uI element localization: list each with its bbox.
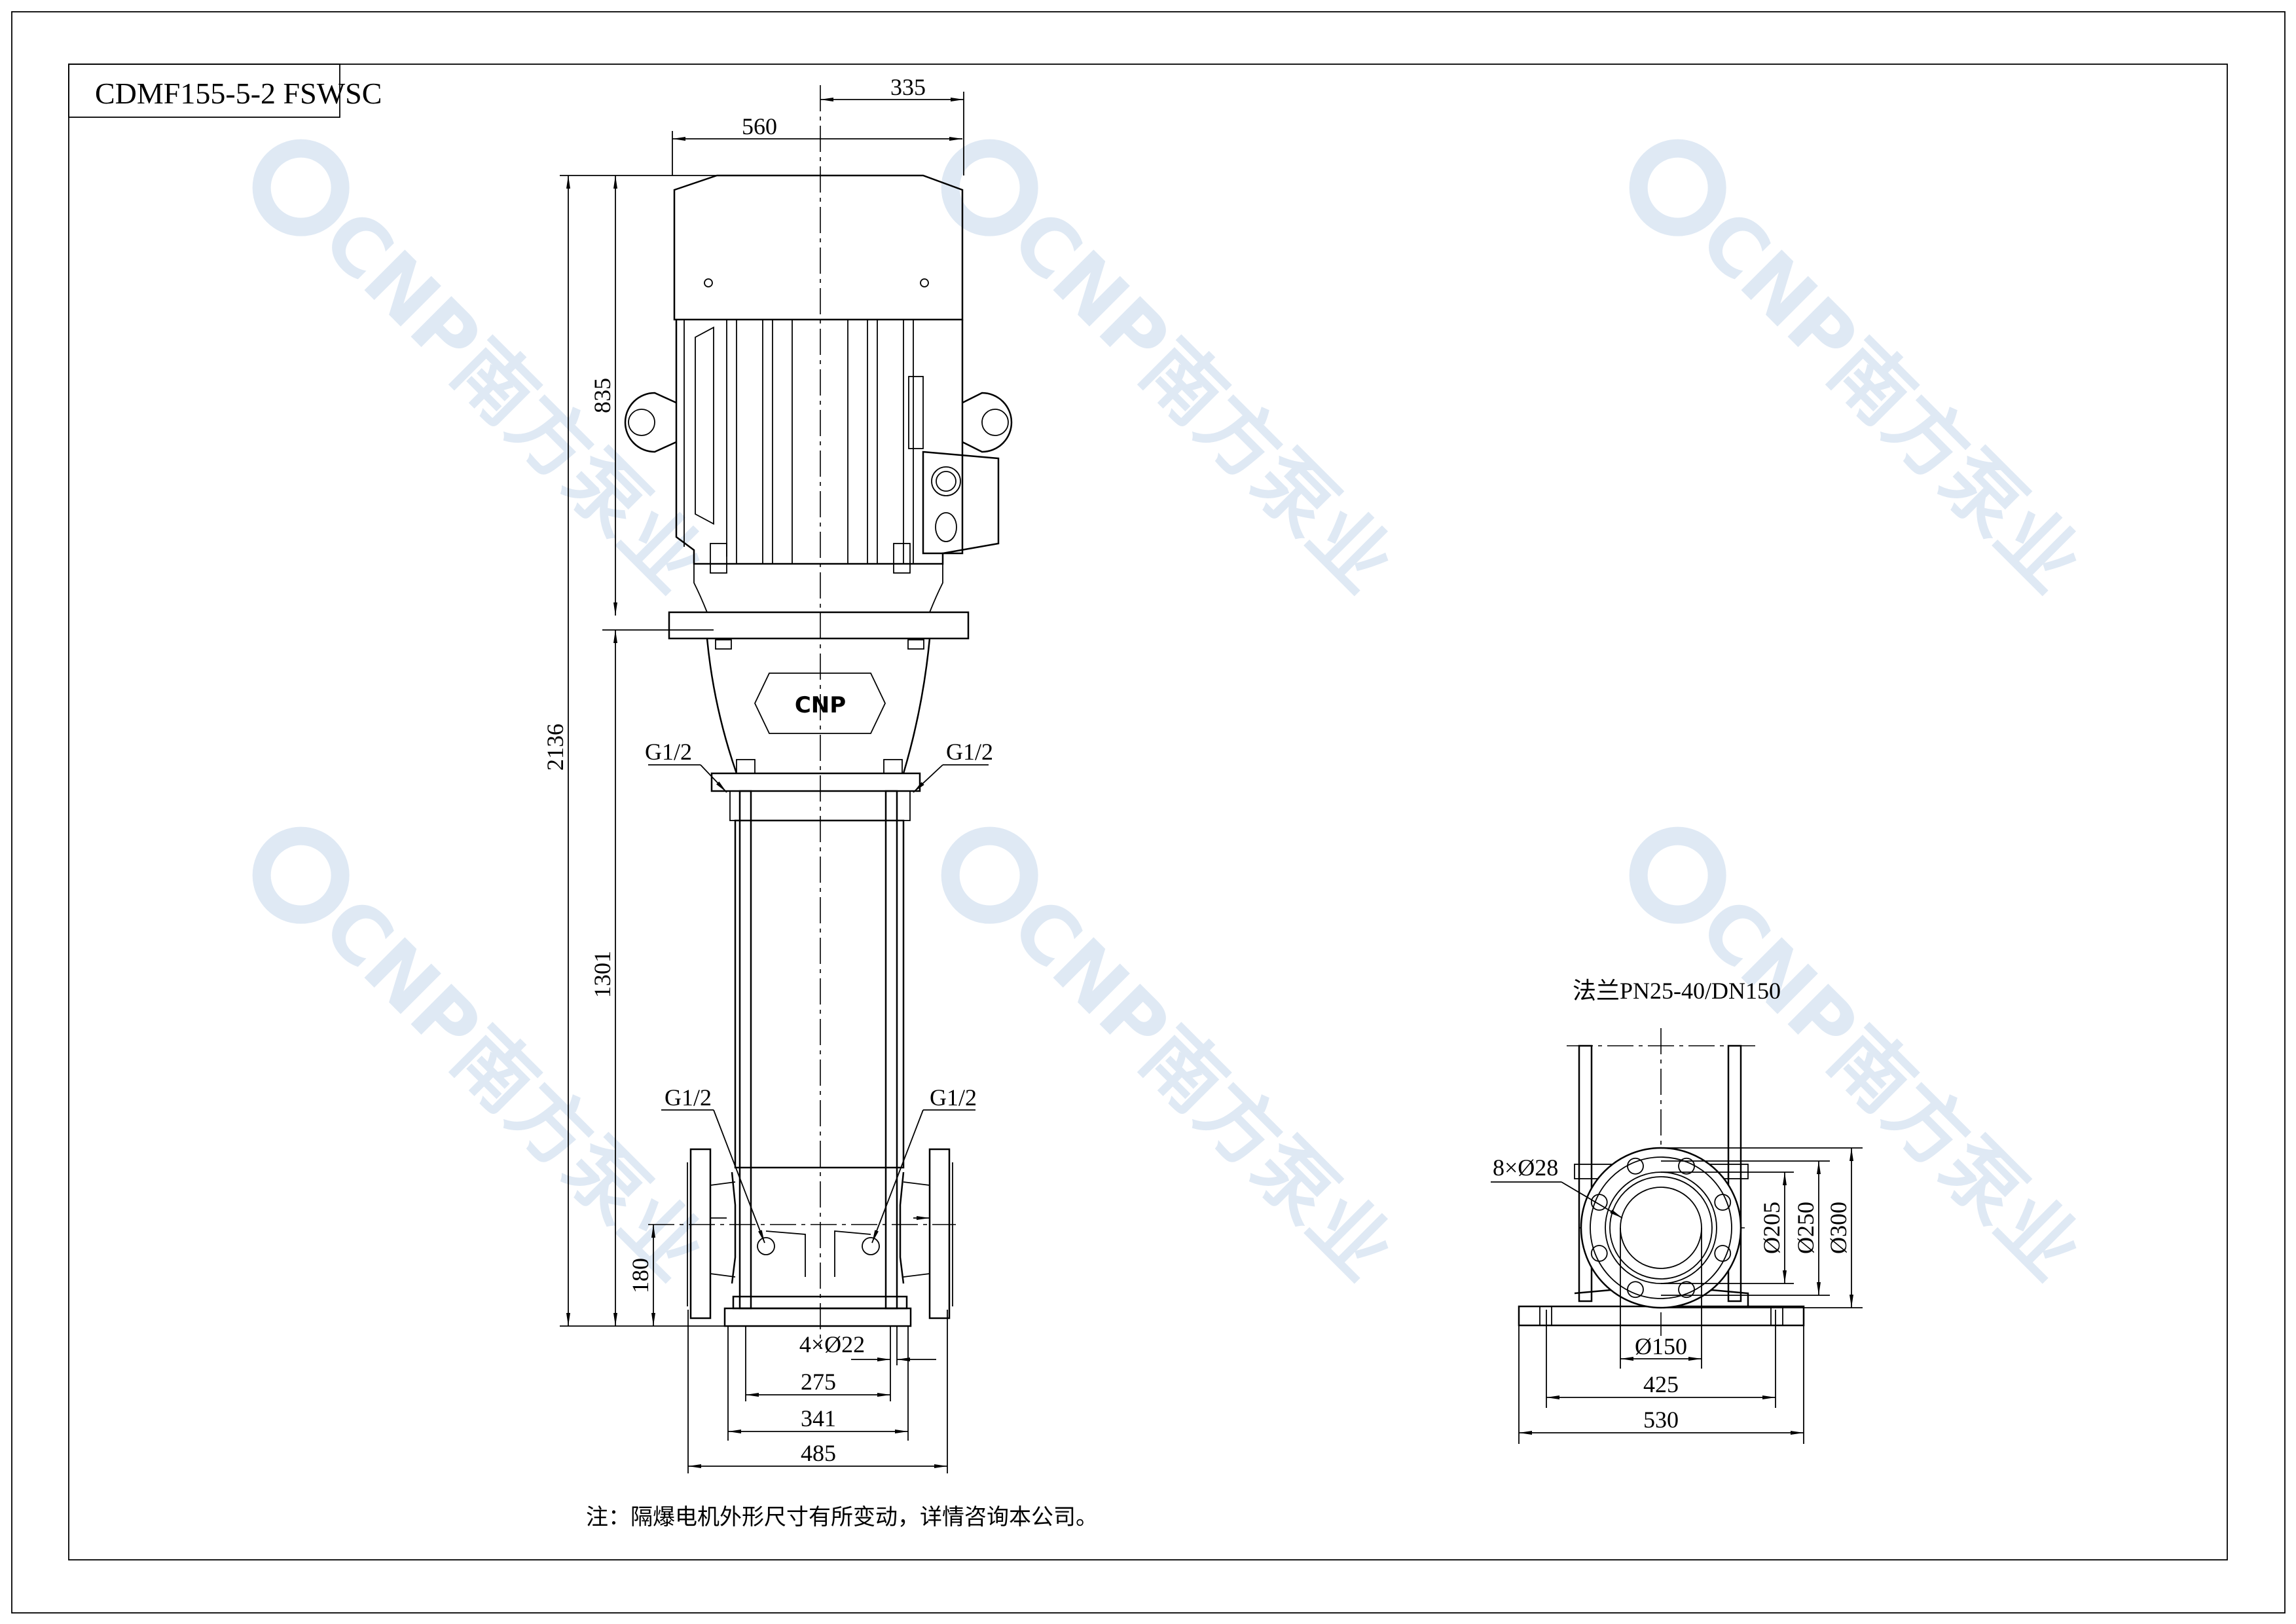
dim-560: 560 (742, 113, 777, 139)
svg-text:南方泵业: 南方泵业 (1812, 323, 2098, 610)
dim-530: 530 (1643, 1407, 1679, 1433)
bolt-hole (1590, 1194, 1608, 1211)
drain-port-icon (862, 1237, 880, 1255)
port-label: G1/2 (645, 739, 692, 765)
dim-8x28: 8×Ø28 (1493, 1154, 1558, 1181)
drawing-title: CDMF155-5-2 FSWSC (95, 77, 382, 110)
drain-port-icon (757, 1237, 775, 1255)
tie-rod (884, 790, 898, 1310)
watermark-logo: CNP 南方泵业 (252, 139, 721, 610)
dim-d300: Ø300 (1825, 1202, 1851, 1254)
screw-icon (704, 278, 713, 287)
tie-rod (1727, 1044, 1742, 1302)
lantern-bracket (706, 638, 931, 774)
svg-text:南方泵业: 南方泵业 (435, 323, 721, 610)
bolt-hole (1627, 1157, 1644, 1175)
flange-spec-label: 法兰PN25-40/DN150 (1573, 978, 1781, 1004)
port-label: G1/2 (930, 1084, 977, 1111)
svg-text:南方泵业: 南方泵业 (435, 1010, 721, 1297)
dim-d150: Ø150 (1635, 1333, 1687, 1359)
dim-d250: Ø250 (1793, 1202, 1819, 1254)
dim-425: 425 (1643, 1371, 1679, 1397)
lifting-eye-icon (624, 392, 677, 453)
outlet-flange (928, 1148, 951, 1320)
cable-gland-icon (931, 466, 961, 496)
bolt-hole (1714, 1245, 1732, 1262)
dim-335: 335 (890, 74, 926, 100)
svg-text:南方泵业: 南方泵业 (1123, 323, 1410, 610)
dim-1301: 1301 (589, 951, 615, 998)
pump-sleeve (734, 819, 905, 1169)
watermarks: CNP 南方泵业 CNP 南方泵业 CNP 南方泵业 CNP 南方泵业 CNP … (252, 139, 2098, 1297)
dim-341: 341 (801, 1405, 836, 1431)
motor-fan-cover (673, 174, 964, 321)
cnp-logo-plate (754, 673, 886, 734)
bolt-hole (1678, 1157, 1695, 1175)
lifting-eye-icon (962, 392, 1013, 453)
bolt-hole (1627, 1281, 1644, 1299)
inlet-flange (689, 1148, 712, 1320)
cnp-logo: CNP (795, 692, 846, 718)
pump-base-casing (731, 1172, 905, 1284)
front-dimensions: 335 560 2136 835 1301 180 4×Ø22 (542, 74, 964, 1473)
port-label: G1/2 (946, 739, 993, 765)
dim-835: 835 (589, 378, 615, 413)
dim-4x22: 4×Ø22 (799, 1331, 865, 1357)
svg-text:南方泵业: 南方泵业 (1812, 1010, 2098, 1297)
outer-border (11, 11, 2286, 1614)
terminal-box (922, 451, 1000, 555)
flange-bolt-holes (1590, 1157, 1732, 1299)
base-plate (723, 1307, 912, 1327)
motor-body (675, 320, 964, 565)
screw-icon (920, 278, 929, 287)
bolt-hole (1590, 1245, 1608, 1262)
inner-frame (68, 64, 2228, 1560)
footnote: 注：隔爆电机外形尺寸有所变动，详情咨询本公司。 (586, 1504, 1098, 1530)
dim-2136: 2136 (542, 724, 568, 771)
bolt-hole (1714, 1194, 1732, 1211)
tie-rod (1578, 1044, 1593, 1302)
side-view: 法兰PN25-40/DN150 8×Ø28 (1491, 978, 1863, 1444)
watermark-logo: CNP 南方泵业 (941, 826, 1410, 1297)
title-box (68, 64, 340, 118)
dim-485: 485 (801, 1440, 836, 1466)
tie-rod (738, 790, 752, 1310)
pump-head-plate (710, 772, 921, 792)
side-dimensions: Ø205 Ø250 Ø300 Ø150 425 530 (1518, 1147, 1863, 1444)
front-view: CNP G1/2 G1/2 G1/2 (542, 74, 1013, 1473)
dim-180: 180 (627, 1258, 653, 1293)
port-label: G1/2 (665, 1084, 712, 1111)
dim-d205: Ø205 (1758, 1202, 1785, 1254)
watermark-logo: CNP 南方泵业 (1629, 139, 2098, 610)
watermark-logo: CNP 南方泵业 (941, 139, 1410, 610)
bolt-hole (1678, 1281, 1695, 1299)
dim-275: 275 (801, 1369, 836, 1395)
svg-text:南方泵业: 南方泵业 (1123, 1010, 1410, 1297)
motor-flange (668, 611, 970, 640)
